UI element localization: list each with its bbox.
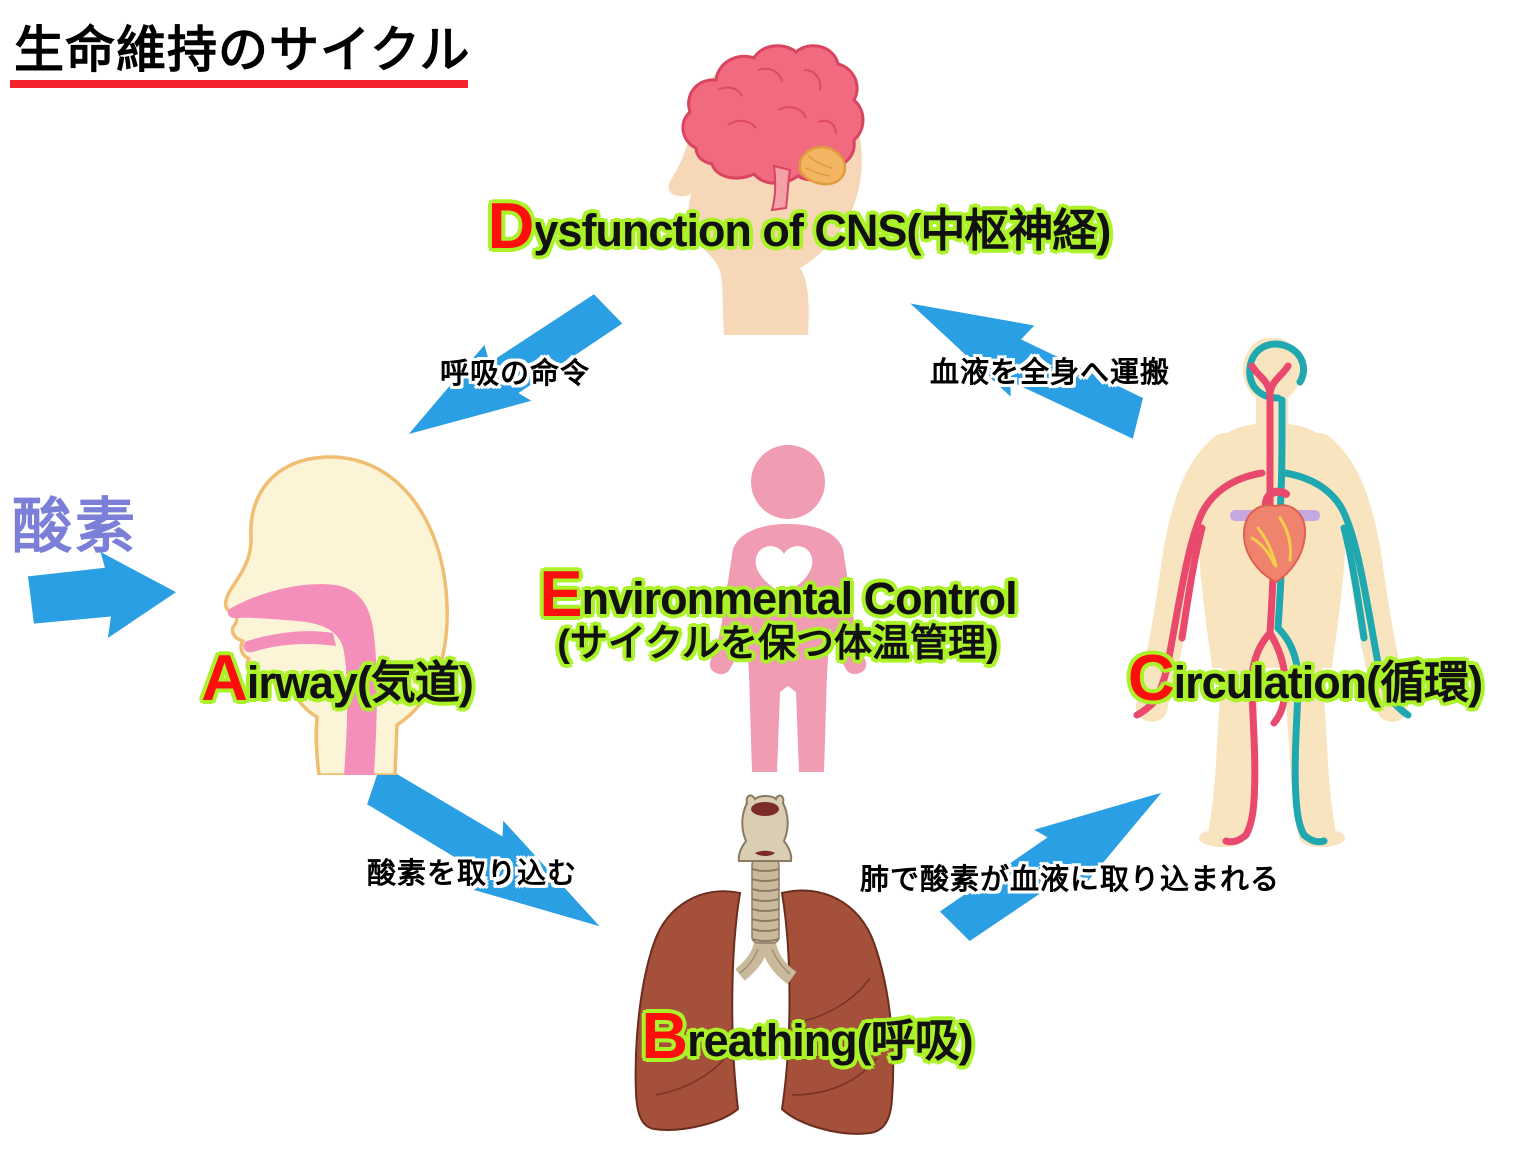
arrow-breathing-to-circulation xyxy=(929,763,1182,957)
label-environment-line1: Environmental Control xyxy=(539,558,1018,627)
label-blood-transport: 血液を全身へ運搬 xyxy=(929,357,1171,389)
person-heart-icon xyxy=(709,445,867,772)
label-environment-subtitle: (サイクルを保つ体温管理) xyxy=(557,623,999,666)
label-airway-rest: irway(気道) xyxy=(246,657,474,708)
label-breathing-rest: reathing(呼吸) xyxy=(687,1015,973,1066)
label-dysfunction-cns-letter: D xyxy=(487,189,535,262)
label-breathing: Breathing(呼吸) xyxy=(641,1000,973,1069)
airway-head-icon xyxy=(223,455,449,775)
page-title: 生命維持のサイクル xyxy=(14,22,471,78)
label-circulation-letter: C xyxy=(1127,641,1175,714)
title-underline xyxy=(10,80,468,88)
circulation-body-illustration xyxy=(1130,338,1420,848)
arrow-cns-to-airway xyxy=(389,279,632,463)
label-breathing-letter: B xyxy=(641,999,688,1072)
label-oxygen-intake: 酸素を取り込む xyxy=(366,858,578,890)
circulation-body-icon xyxy=(1133,338,1412,847)
arrow-icon xyxy=(28,552,176,638)
brain-head-illustration xyxy=(658,30,873,335)
arrow-oxygen-in xyxy=(28,552,176,638)
label-airway-letter: A xyxy=(201,641,248,714)
arrow-icon xyxy=(408,294,623,434)
label-dysfunction-cns-rest: ysfunction of CNS(中枢神経) xyxy=(533,205,1111,256)
label-environment-rest: nvironmental Control xyxy=(581,573,1018,624)
arrow-circulation-to-cns xyxy=(894,269,1158,457)
arrow-icon xyxy=(910,303,1143,439)
lungs-illustration xyxy=(612,793,912,1148)
label-dysfunction-cns: Dysfunction of CNS(中枢神経) xyxy=(488,190,1112,259)
lungs-icon xyxy=(634,794,895,1135)
label-circulation: Circulation(循環) xyxy=(1128,642,1483,711)
label-oxygen-to-blood: 肺で酸素が血液に取り込まれる xyxy=(859,864,1281,896)
brain-head-icon xyxy=(668,44,865,335)
arrow-icon xyxy=(367,764,600,927)
label-airway: Airway(気道) xyxy=(201,642,474,711)
arrow-airway-to-breathing xyxy=(351,747,619,959)
label-environment: Environmental Control (サイクルを保つ体温管理) xyxy=(539,558,1018,666)
label-breath-command: 呼吸の命令 xyxy=(439,358,591,390)
label-circulation-rest: irculation(循環) xyxy=(1173,657,1483,708)
arrow-icon xyxy=(939,792,1162,942)
airway-head-illustration xyxy=(185,425,470,775)
label-environment-letter: E xyxy=(539,557,582,630)
person-heart-illustration xyxy=(653,442,928,772)
label-oxygen: 酸素 xyxy=(12,493,138,560)
